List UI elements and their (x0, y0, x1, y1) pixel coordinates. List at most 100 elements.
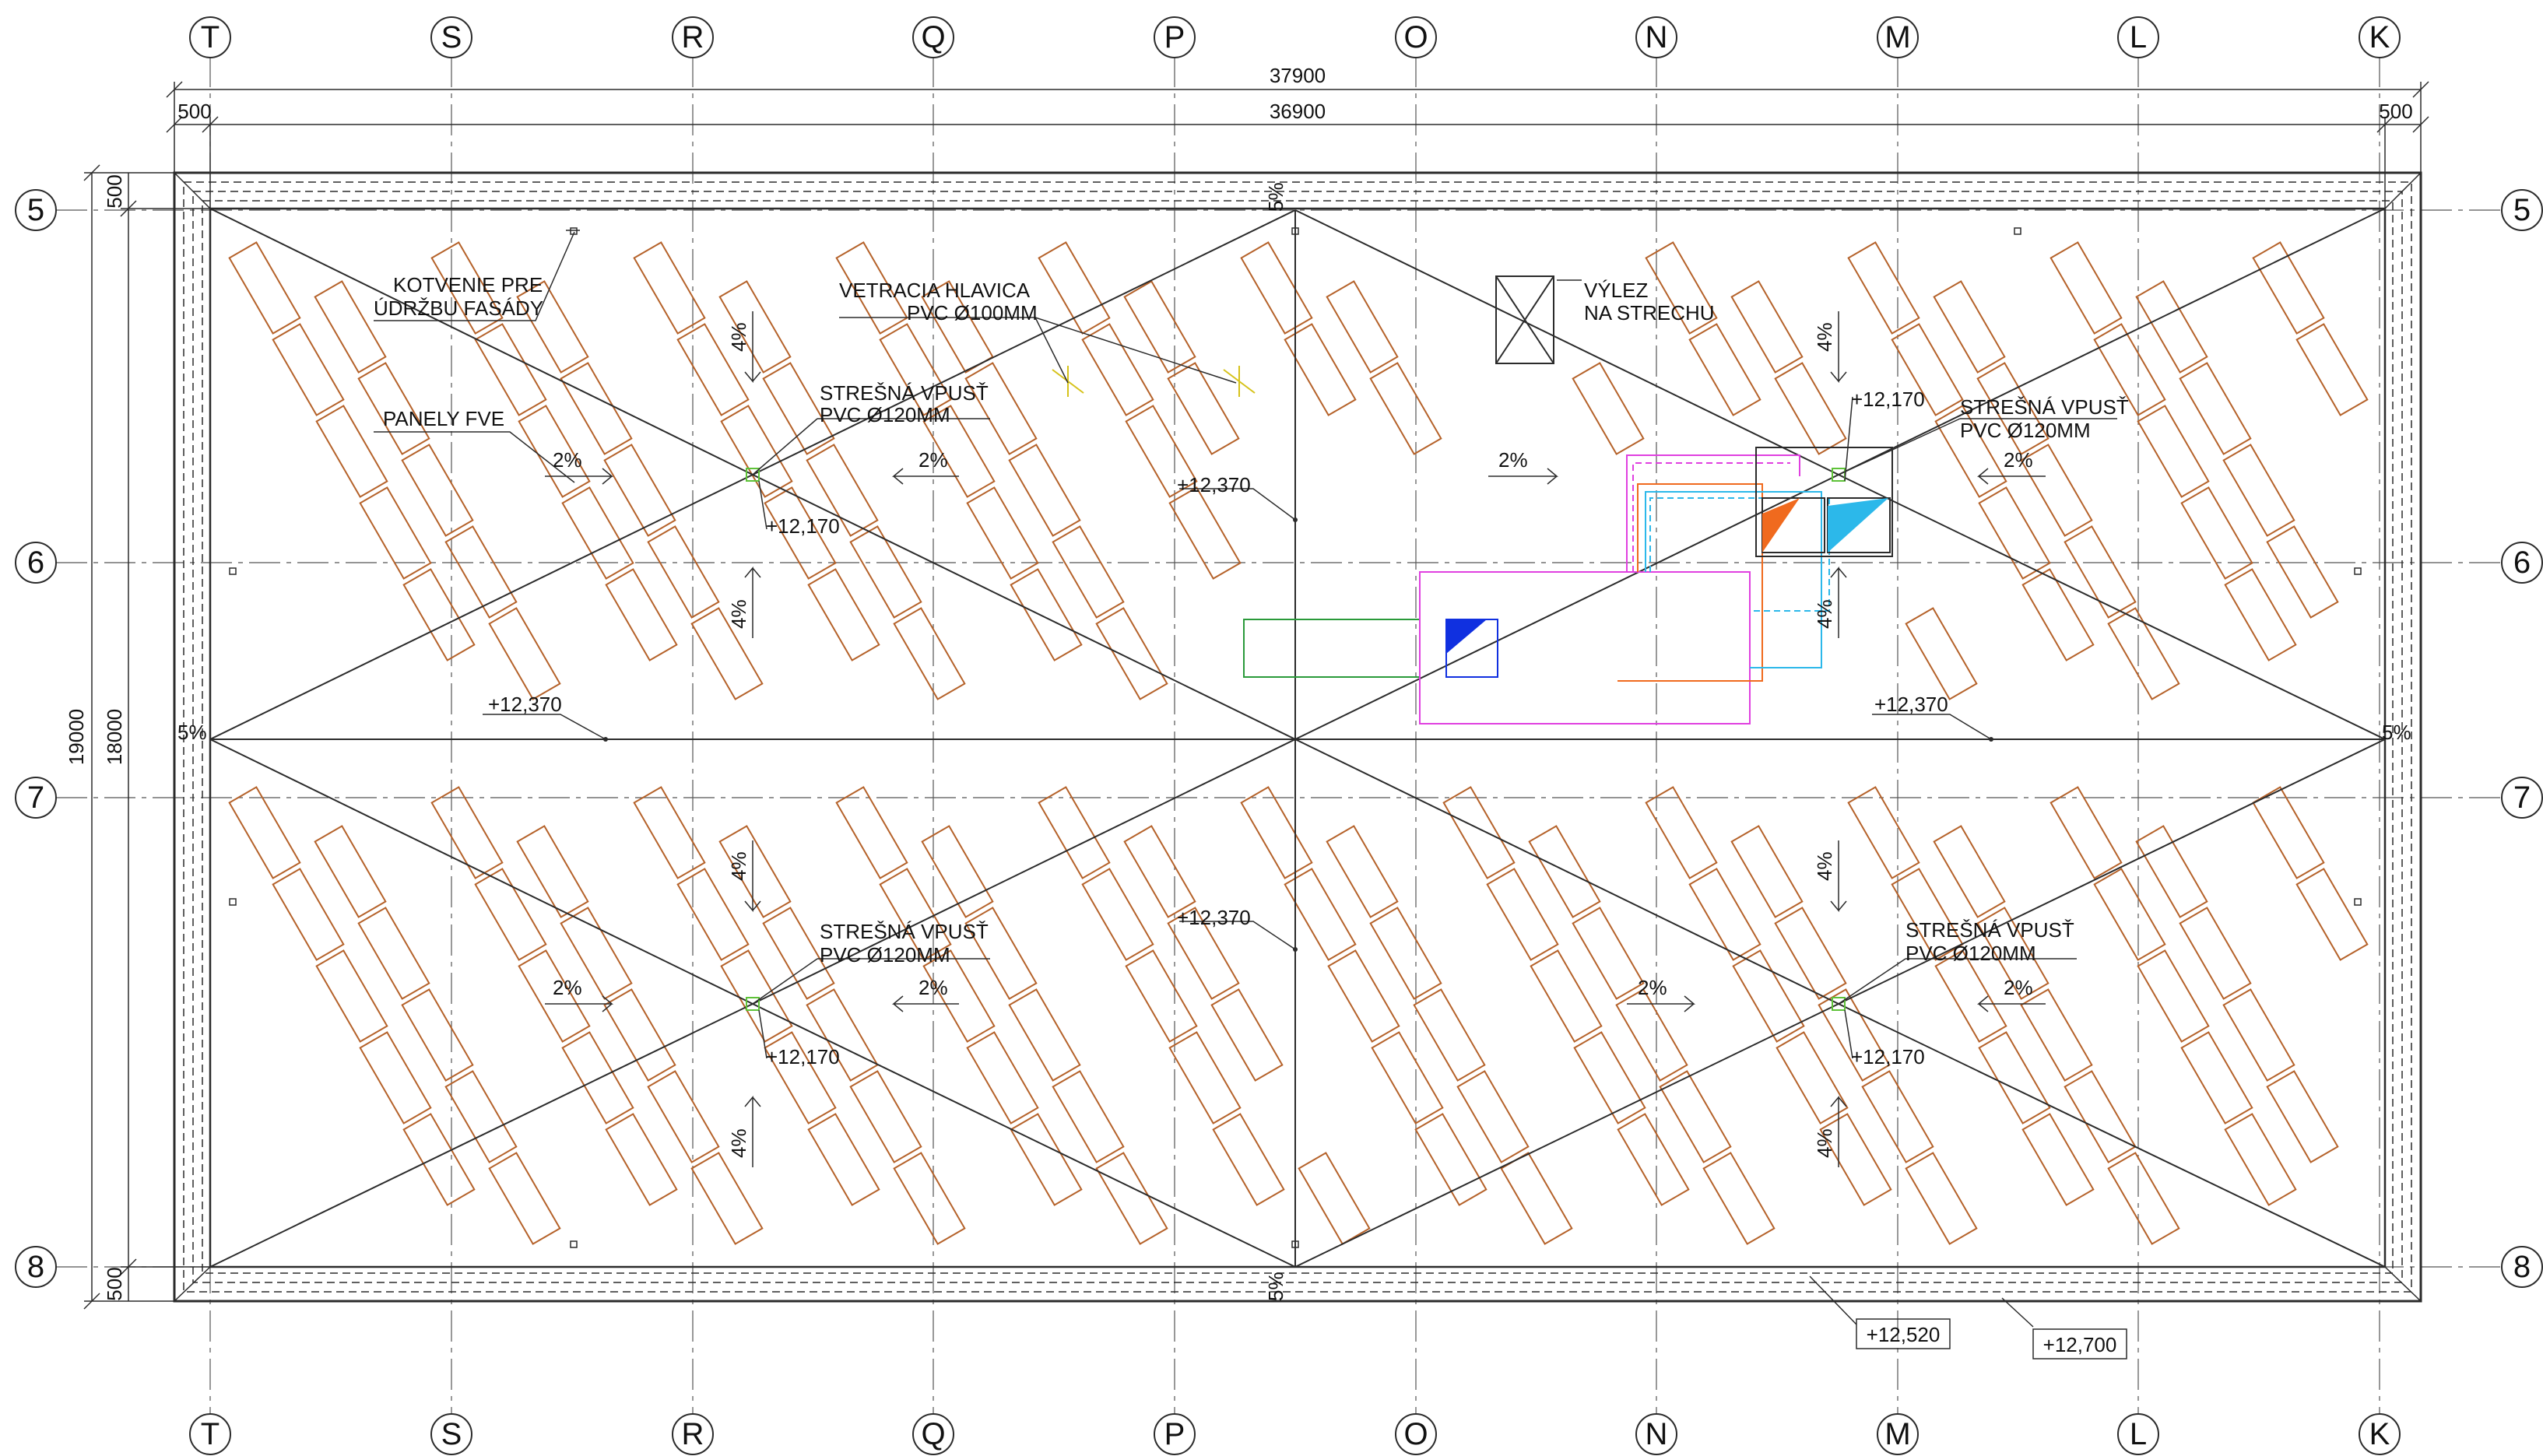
equipment-area (1243, 447, 1893, 724)
axis-label-L: L (2130, 20, 2147, 54)
solar-panel (516, 825, 589, 918)
solar-panel (2021, 1113, 2095, 1206)
solar-panel (2295, 323, 2369, 416)
solar-panel (272, 323, 345, 416)
solar-panel (1891, 868, 1964, 961)
solar-panel (2064, 525, 2137, 619)
solar-panel (849, 1070, 922, 1163)
drain-note-4-line2: PVC Ø120MM (1905, 942, 2036, 965)
solar-panel (315, 949, 388, 1043)
solar-panel (474, 868, 547, 961)
top-offset-dim: 500 (103, 174, 126, 208)
slope-2pct-4: 2% (2004, 448, 2033, 472)
solar-panel (1123, 280, 1196, 374)
solar-panel (315, 405, 388, 498)
solar-panel (1847, 241, 1920, 335)
axis-bubble-K-bottom (2359, 1413, 2401, 1455)
grid-axis-lines (56, 56, 2506, 1415)
axis-bubble-S-top (430, 16, 472, 58)
facade-anchor-points (229, 227, 2362, 1248)
solar-panel (1327, 949, 1400, 1043)
solar-panel (1010, 568, 1083, 661)
solar-panel (849, 525, 922, 619)
slope-2pct-2: 2% (919, 448, 948, 472)
elevation-texts: +12,170 +12,170 +12,170 +12,170 +12,370 … (488, 388, 2116, 1356)
axis-label-5: 5 (27, 193, 44, 227)
solar-panel (603, 988, 676, 1082)
solar-panel (762, 907, 835, 1000)
solar-panel (1905, 607, 1978, 700)
drain-note-2-line2: PVC Ø120MM (1960, 419, 2091, 442)
solar-panel (2093, 868, 2166, 961)
axis-bubble-R-bottom (672, 1413, 714, 1455)
axis-bubble-K-top (2359, 16, 2401, 58)
drain-note-3-line1: STREŠNÁ VPUSŤ (820, 920, 989, 943)
solar-panel (2180, 1031, 2253, 1124)
inner-height-dim: 18000 (103, 709, 126, 765)
slope-2pct-1: 2% (553, 448, 582, 472)
elev-low-3: +12,170 (766, 1045, 840, 1068)
solar-panel (1125, 949, 1198, 1043)
solar-panel (2064, 1070, 2137, 1163)
elev-low-1: +12,170 (766, 514, 840, 538)
solar-panel (1617, 1113, 1690, 1206)
slope-5pct-bottom: 5% (1264, 1272, 1287, 1301)
note-leaders (374, 227, 2117, 1005)
axis-bubble-5-left (15, 189, 57, 231)
axis-bubble-O-top (1395, 16, 1437, 58)
panels-note: PANELY FVE (383, 407, 504, 430)
inner-width-dim: 36900 (1270, 100, 1326, 123)
axis-label-L: L (2130, 1417, 2147, 1451)
slope-4pct-2: 4% (727, 599, 750, 629)
solar-panel (835, 786, 908, 879)
axis-bubble-S-bottom (430, 1413, 472, 1455)
solar-panel (1934, 405, 2007, 498)
solar-panel (966, 486, 1039, 580)
slope-5pct-left: 5% (177, 721, 207, 744)
solar-panel (2137, 949, 2210, 1043)
solar-panel (1038, 786, 1111, 879)
solar-panel (633, 786, 706, 879)
solar-panel (2224, 1113, 2297, 1206)
axis-label-T: T (201, 1417, 220, 1451)
solar-panel (1081, 868, 1154, 961)
solar-panel (690, 607, 764, 700)
solar-panel (1284, 868, 1357, 961)
solar-panel (1819, 1113, 1892, 1206)
roof-drain-1 (746, 468, 760, 482)
axis-bubble-7-right (2501, 777, 2543, 819)
solar-panel (1210, 988, 1284, 1082)
slope-2pct-8: 2% (2004, 976, 2033, 999)
solar-panel (1442, 786, 1516, 879)
axis-bubble-T-top (189, 16, 231, 58)
solar-panel (2093, 323, 2166, 416)
solar-panel (1369, 362, 1442, 455)
solar-panel (1659, 1070, 1732, 1163)
axis-bubble-6-left (15, 542, 57, 584)
solar-panel (1730, 280, 1804, 374)
slope-2pct-6: 2% (919, 976, 948, 999)
solar-panel (518, 405, 591, 498)
solar-panel (2295, 868, 2369, 961)
axis-label-N: N (1646, 1417, 1668, 1451)
drain-note-4-line1: STREŠNÁ VPUSŤ (1905, 918, 2074, 942)
axis-bubble-P-bottom (1154, 1413, 1196, 1455)
axis-label-M: M (1884, 20, 1910, 54)
axis-bubble-8-left (15, 1246, 57, 1288)
dimension-texts: 37900 36900 500 500 19000 18000 500 500 (65, 64, 2413, 1301)
slope-arrows (545, 311, 2046, 1167)
solar-panel (1732, 949, 1805, 1043)
axis-label-K: K (2369, 1417, 2390, 1451)
axis-label-Q: Q (921, 1417, 945, 1451)
vent-head-markers (1052, 366, 1256, 397)
axis-label-M: M (1884, 1417, 1910, 1451)
solar-panel (676, 323, 750, 416)
axis-label-O: O (1403, 1417, 1428, 1451)
solar-panel (2107, 607, 2180, 700)
elev-parapet-inner: +12,520 (1867, 1323, 1941, 1346)
solar-panel (359, 1031, 432, 1124)
solar-panel (1978, 1031, 2051, 1124)
axis-bubble-M-bottom (1877, 1413, 1919, 1455)
